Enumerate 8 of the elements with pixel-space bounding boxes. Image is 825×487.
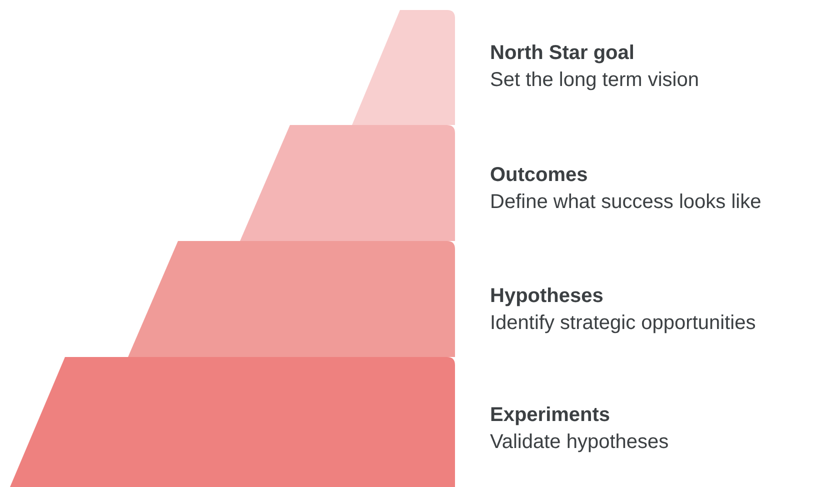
step-title: Hypotheses [490,284,604,309]
step-description: Set the long term vision [490,68,699,93]
step-description: Identify strategic opportunities [490,311,756,336]
step-title: North Star goal [490,41,636,66]
step-description: Validate hypotheses [490,430,669,455]
step-title: Experiments [490,403,612,428]
step-title: Outcomes [490,163,589,188]
step-description: Define what success looks like [490,190,762,215]
